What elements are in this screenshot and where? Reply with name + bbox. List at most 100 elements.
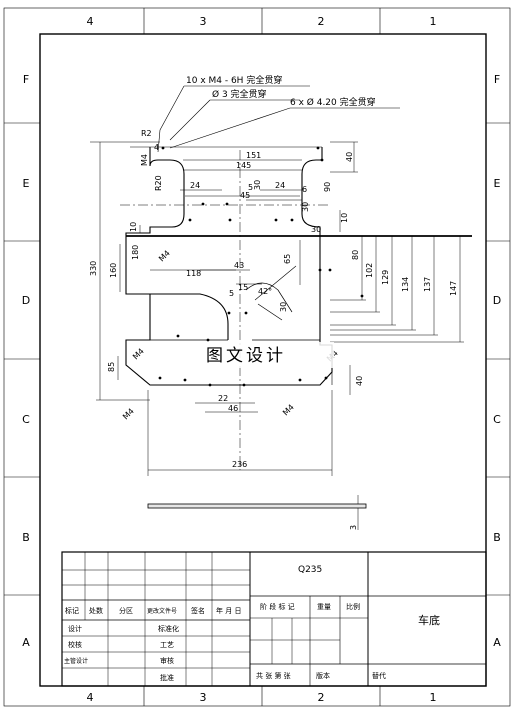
zone-row-right-b: B xyxy=(493,531,501,544)
dim-10b: 10 xyxy=(340,213,349,223)
dim-m4-left: M4 xyxy=(157,249,172,264)
tb-checker: 校核 xyxy=(68,640,82,649)
tb-replace: 替代 xyxy=(372,671,386,680)
watermark-text: 图文设计 xyxy=(206,346,286,366)
dim-22: 22 xyxy=(218,394,228,403)
tb-review: 审核 xyxy=(160,656,174,665)
tb-chief: 主管设计 xyxy=(64,657,88,665)
tb-col-zone: 分区 xyxy=(119,606,133,615)
tb-col-date: 年 月 日 xyxy=(216,606,241,615)
zone-col-bottom-4: 4 xyxy=(87,691,94,704)
dim-24a: 24 xyxy=(190,181,200,190)
dim-5: 5 xyxy=(248,183,253,192)
tb-col-sign: 签名 xyxy=(191,606,205,615)
dimension-lines xyxy=(90,141,464,530)
dim-r20: R20 xyxy=(154,175,163,191)
tb-process: 工艺 xyxy=(160,641,174,649)
dim-330: 330 xyxy=(89,261,98,276)
tb-version: 版本 xyxy=(316,671,330,680)
zone-row-right-f: F xyxy=(494,73,500,86)
hole-notes: 10 x M4 - 6H 完全贯穿 Ø 3 完全贯穿 6 x Ø 4.20 完全… xyxy=(186,74,376,108)
centerlines xyxy=(120,150,330,470)
dim-80: 80 xyxy=(351,250,360,260)
note-small-holes: Ø 3 完全贯穿 xyxy=(212,88,267,100)
dim-236: 236 xyxy=(232,460,247,469)
title-block xyxy=(61,551,487,687)
zone-row-left-c: C xyxy=(22,413,30,426)
dim-30c: 30 xyxy=(311,225,321,234)
zone-row-left-f: F xyxy=(23,73,29,86)
zone-row-left-b: B xyxy=(22,531,30,544)
tb-col-count: 处数 xyxy=(89,606,103,615)
dim-145: 145 xyxy=(236,161,251,170)
dim-129: 129 xyxy=(381,270,390,285)
bottom-section xyxy=(150,293,229,340)
zone-col-bottom-1: 1 xyxy=(430,691,437,704)
dim-m4-d: M4 xyxy=(281,403,296,418)
zone-row-right-a: A xyxy=(493,636,501,649)
zone-col-top-4: 4 xyxy=(87,15,94,28)
tb-weight: 重量 xyxy=(317,603,331,611)
dim-151: 151 xyxy=(246,151,261,160)
tb-designer: 设计 xyxy=(68,624,82,633)
dim-r5: 5 xyxy=(229,289,234,298)
tb-col-docno: 更改文件号 xyxy=(147,607,177,615)
dim-160: 160 xyxy=(109,263,118,278)
dim-102: 102 xyxy=(365,263,374,278)
dim-m4-a: M4 xyxy=(131,347,146,362)
tb-std: 标准化 xyxy=(158,624,179,633)
dim-46: 46 xyxy=(228,404,238,413)
dim-30d: 30 xyxy=(279,302,288,312)
dim-24b: 24 xyxy=(275,181,285,190)
tb-sheets: 共 张 第 张 xyxy=(256,671,291,680)
note-tapped-holes: 10 x M4 - 6H 完全贯穿 xyxy=(186,74,282,86)
dim-43: 43 xyxy=(234,261,244,270)
tb-stage: 阶 段 标 记 xyxy=(260,602,295,611)
part-outline xyxy=(125,147,333,386)
hole-markers xyxy=(158,146,364,387)
dim-30a: 30 xyxy=(253,180,262,190)
zone-col-top-1: 1 xyxy=(430,15,437,28)
dim-134: 134 xyxy=(401,277,410,292)
dim-137: 137 xyxy=(423,277,432,292)
dim-40-bottom: 40 xyxy=(355,376,364,386)
dim-4: 4 xyxy=(154,143,159,152)
tb-scale: 比例 xyxy=(346,602,360,611)
tb-material: Q235 xyxy=(298,565,322,575)
zone-row-right-d: D xyxy=(493,294,501,307)
zone-ticks xyxy=(4,8,510,706)
title-block-texts: Q235 车底 标记 处数 分区 更改文件号 签名 年 月 日 设计 校核 主管… xyxy=(64,565,440,682)
inner-cutout xyxy=(245,282,293,321)
dim-angle: 42° xyxy=(258,287,272,296)
zone-row-right-c: C xyxy=(493,413,501,426)
zone-row-left-d: D xyxy=(22,294,30,307)
zone-row-right-e: E xyxy=(494,177,501,190)
dim-40-top: 40 xyxy=(345,152,354,162)
watermark: 图文设计 xyxy=(178,342,334,368)
dim-90: 90 xyxy=(323,182,332,192)
dim-65: 65 xyxy=(283,254,292,264)
dim-180: 180 xyxy=(131,245,140,260)
dim-15: 15 xyxy=(238,283,248,292)
dim-30b: 30 xyxy=(301,202,310,212)
zone-col-top-3: 3 xyxy=(200,15,207,28)
zone-col-bottom-2: 2 xyxy=(318,691,325,704)
dim-45: 45 xyxy=(240,191,250,200)
zone-col-top-2: 2 xyxy=(318,15,325,28)
tb-part-name: 车底 xyxy=(418,613,440,627)
dim-118: 118 xyxy=(186,269,201,278)
dim-6: 6 xyxy=(302,185,307,194)
dim-85: 85 xyxy=(107,362,116,372)
dim-m4-top: M4 xyxy=(140,154,149,166)
dim-r2: R2 xyxy=(141,129,152,138)
tb-col-mark: 标记 xyxy=(65,606,79,615)
zone-row-left-a: A xyxy=(22,636,30,649)
zone-col-bottom-3: 3 xyxy=(200,691,207,704)
dim-m4-c: M4 xyxy=(121,407,136,422)
dim-10a: 10 xyxy=(129,222,138,232)
outer-frame xyxy=(3,7,511,707)
dim-3: 3 xyxy=(349,525,358,530)
tb-approve: 批准 xyxy=(160,673,174,682)
side-view xyxy=(147,503,367,509)
